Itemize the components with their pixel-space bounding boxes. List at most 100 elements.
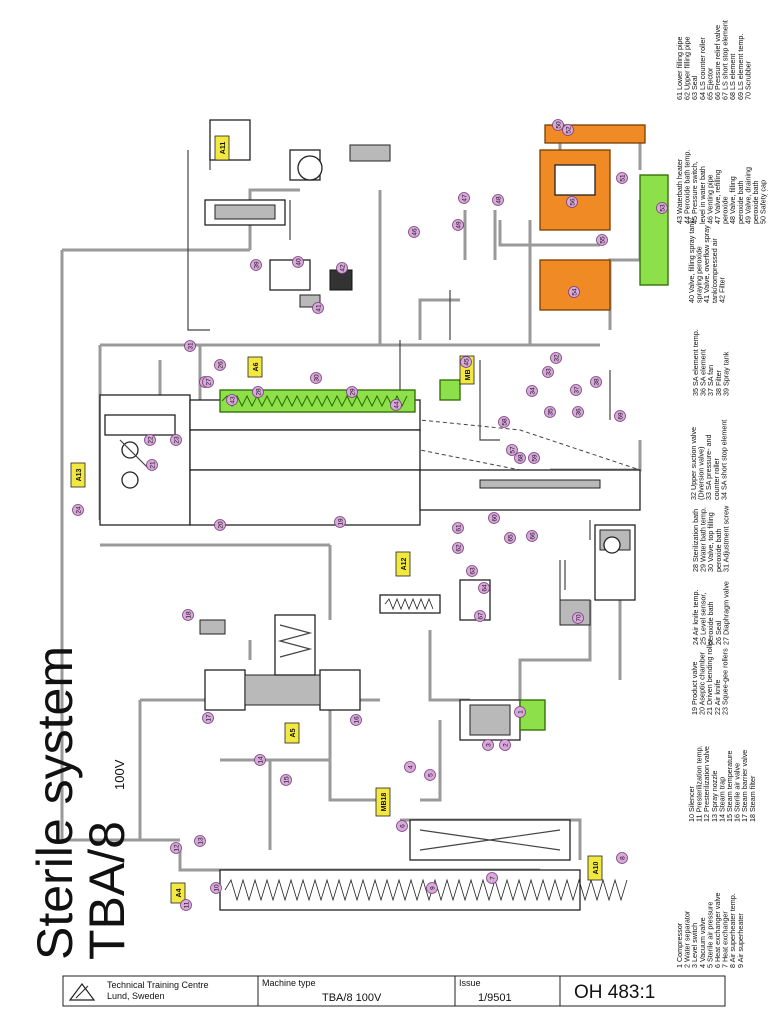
- spray-tank-green: [639, 174, 669, 286]
- number-bubble: 13: [194, 835, 206, 847]
- legend-item: 13 Spray nozzle: [710, 770, 719, 822]
- number-bubble: 10: [210, 882, 222, 894]
- number-bubble: 30: [310, 372, 322, 384]
- svg-text:37: 37: [573, 386, 580, 394]
- svg-text:62: 62: [455, 544, 462, 552]
- number-bubble: 37: [570, 384, 582, 396]
- svg-text:14: 14: [257, 756, 264, 764]
- svg-text:20: 20: [217, 521, 224, 529]
- svg-text:4: 4: [407, 765, 414, 769]
- legend-item: 29 Water bath temp.: [699, 507, 708, 572]
- legend-item: peroxide bath: [714, 528, 723, 572]
- diluting-tank: [539, 124, 646, 231]
- number-bubble: 28: [252, 386, 264, 398]
- number-bubble: 31: [184, 340, 196, 352]
- svg-text:30: 30: [313, 374, 320, 382]
- number-bubble: 53: [656, 202, 668, 214]
- signal-tag: A12: [395, 551, 411, 577]
- svg-text:15: 15: [283, 776, 290, 784]
- number-bubble: 4: [404, 761, 416, 773]
- number-bubble: 57: [506, 444, 518, 456]
- signal-lines: [187, 150, 611, 600]
- svg-text:44: 44: [393, 401, 400, 409]
- legend-column: 24 Air knife temp.25 Level sensor, perox…: [691, 581, 730, 645]
- number-bubble: 14: [254, 754, 266, 766]
- svg-text:54: 54: [571, 288, 578, 296]
- number-bubble: 48: [492, 194, 504, 206]
- machine-type-value: TBA/8 100V: [322, 992, 382, 1004]
- legend-item: 50 Safety cap: [759, 180, 768, 224]
- legend-item: 3 Level switch: [690, 923, 699, 968]
- svg-text:52: 52: [565, 126, 572, 134]
- svg-text:65: 65: [507, 534, 514, 542]
- svg-text:38: 38: [593, 378, 600, 386]
- number-bubble: 43: [226, 394, 238, 406]
- number-bubble: 46: [408, 226, 420, 238]
- svg-text:59: 59: [531, 454, 538, 462]
- title-block: Technical Training Centre Lund, Sweden M…: [62, 975, 726, 1007]
- legend-item: 38 Filter: [714, 369, 723, 396]
- ttc-logo: [68, 983, 96, 1001]
- legend-item: 30 Valve, top filling: [706, 512, 715, 572]
- legend-item: 8 Air superheater temp.: [728, 893, 737, 968]
- legend-item: 61 Lower filling pipe: [675, 36, 684, 100]
- signal-tag: A10: [587, 855, 603, 881]
- number-bubble: 50: [552, 119, 564, 131]
- sterilization-bath: [219, 379, 461, 413]
- number-bubble: 68: [514, 452, 526, 464]
- signal-tag: MB18: [375, 787, 391, 817]
- svg-text:A13: A13: [76, 468, 83, 481]
- number-bubble: 63: [466, 565, 478, 577]
- legend-item: 63 Seal: [690, 75, 699, 100]
- diagram-title: Sterile system TBA/8 100V: [27, 646, 135, 960]
- svg-text:58: 58: [501, 418, 508, 426]
- svg-text:16: 16: [353, 716, 360, 724]
- legend-item: peroxide: [721, 196, 730, 224]
- legend-item: 37 SA fan: [706, 365, 715, 396]
- legend-item: 16 Sterile air valve: [733, 763, 742, 822]
- number-bubble: 44: [390, 399, 402, 411]
- number-bubble: 40: [292, 256, 304, 268]
- number-bubble: 2: [499, 739, 511, 751]
- number-bubble: 6: [396, 820, 408, 832]
- legend-item: 28 Sterilization bath: [691, 509, 700, 572]
- number-bubble: 56: [566, 196, 578, 208]
- svg-text:9: 9: [429, 886, 436, 890]
- signal-tags: A11 A6 MB 61 A13 A12 A5 MB18 A4: [70, 135, 603, 904]
- svg-text:MB18: MB18: [381, 793, 388, 812]
- number-bubble: 47: [458, 192, 470, 204]
- svg-text:68: 68: [517, 454, 524, 462]
- number-bubble: 11: [180, 899, 192, 911]
- legend-column: 32 Upper suction valve (Diversion valve)…: [689, 420, 728, 500]
- legend-item: 49 Valve, draining: [743, 167, 752, 224]
- document-number: OH 483:1: [574, 982, 655, 1003]
- svg-text:41: 41: [315, 304, 322, 312]
- svg-text:34: 34: [529, 387, 536, 395]
- legend-item: peroxide bath: [736, 180, 745, 224]
- svg-text:35: 35: [547, 408, 554, 416]
- legend-item: 25 Level sensor,: [699, 593, 708, 645]
- svg-text:46: 46: [411, 228, 418, 236]
- svg-text:66: 66: [529, 532, 536, 540]
- machine-type-label: Machine type: [262, 978, 316, 988]
- legend-item: 44 Peroxide bath temp.: [683, 150, 692, 224]
- legend-item: 65 Ejector: [705, 67, 714, 100]
- title-line-2: TBA/8: [79, 821, 135, 960]
- svg-text:49: 49: [455, 221, 462, 229]
- spray-valves: [269, 259, 353, 308]
- legend-item: peroxide bath: [751, 180, 760, 224]
- svg-text:12: 12: [173, 844, 180, 852]
- legend-item: 69 LS element temp.: [736, 34, 745, 100]
- signal-tag: A5: [284, 722, 300, 744]
- number-bubble: 12: [170, 842, 182, 854]
- svg-text:23: 23: [173, 436, 180, 444]
- number-bubble: 55: [596, 234, 608, 246]
- issue-label: Issue: [459, 978, 481, 988]
- legend-item: counter roller: [712, 457, 721, 500]
- svg-text:5: 5: [427, 773, 434, 777]
- svg-text:45: 45: [463, 358, 470, 366]
- svg-text:48: 48: [495, 196, 502, 204]
